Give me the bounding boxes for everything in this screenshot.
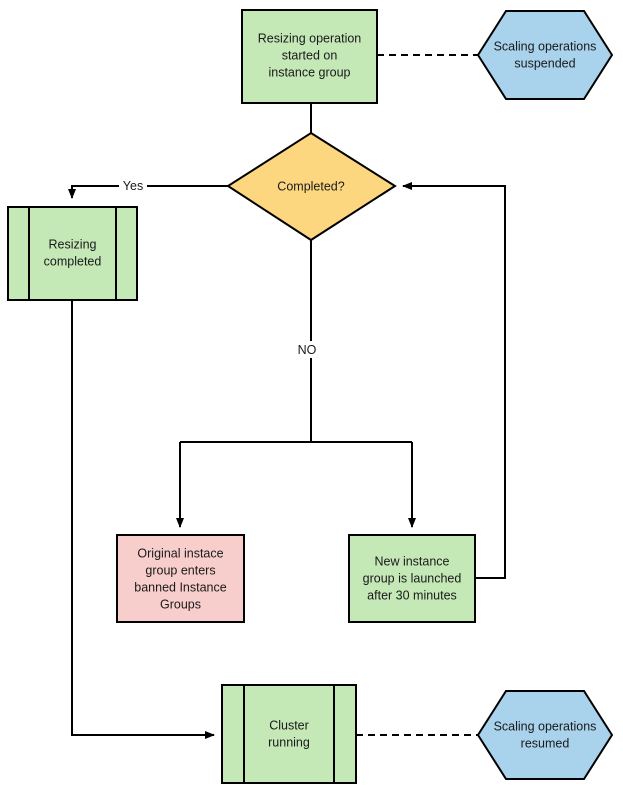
- node-scaling-suspended-line-2: suspended: [514, 56, 575, 70]
- node-new-instance-group-launched[interactable]: New instance group is launched after 30 …: [348, 534, 476, 623]
- node-original-instance-group-banned-line-1: Original instace: [137, 546, 223, 560]
- node-resizing-started[interactable]: Resizing operation started on instance g…: [241, 9, 378, 104]
- node-completed-decision-body[interactable]: [226, 131, 397, 242]
- node-cluster-running[interactable]: Cluster running: [221, 684, 357, 784]
- node-resizing-started-line-2: started on: [282, 48, 338, 62]
- node-new-instance-group-launched-line-2: group is launched: [363, 571, 462, 585]
- node-scaling-resumed-body[interactable]: [476, 690, 614, 780]
- node-scaling-suspended-line-1: Scaling operations: [494, 39, 597, 53]
- node-resizing-completed-line-2: completed: [44, 254, 102, 268]
- edge-decision-no: NO: [176, 240, 416, 528]
- node-resizing-started-line-1: Resizing operation: [258, 31, 362, 45]
- node-completed-decision[interactable]: Completed?: [226, 131, 397, 242]
- node-original-instance-group-banned-line-4: Groups: [160, 597, 201, 611]
- edge-decision-yes: Yes: [68, 177, 228, 199]
- node-original-instance-group-banned-line-3: banned Instance: [134, 580, 226, 594]
- node-cluster-running-line-1: Cluster: [269, 718, 309, 732]
- node-resizing-completed[interactable]: Resizing completed: [7, 206, 138, 301]
- node-resizing-started-body[interactable]: [241, 9, 378, 104]
- node-resizing-started-line-3: instance group: [268, 65, 350, 79]
- node-scaling-resumed[interactable]: Scaling operations resumed: [476, 690, 614, 780]
- node-resizing-completed-line-1: Resizing: [49, 237, 97, 251]
- node-new-instance-group-launched-line-1: New instance: [374, 554, 449, 568]
- node-scaling-suspended-body[interactable]: [476, 10, 614, 100]
- node-scaling-resumed-line-2: resumed: [521, 736, 570, 750]
- edge-label-yes: Yes: [123, 179, 143, 193]
- node-scaling-suspended[interactable]: Scaling operations suspended: [476, 10, 614, 100]
- node-new-instance-group-launched-body[interactable]: [348, 534, 476, 623]
- node-cluster-running-line-2: running: [268, 735, 310, 749]
- edge-label-no: NO: [298, 343, 317, 357]
- edge-resizing-completed-to-cluster: [71, 300, 215, 739]
- node-scaling-resumed-line-1: Scaling operations: [494, 719, 597, 733]
- node-original-instance-group-banned-line-2: group enters: [145, 563, 215, 577]
- edge-new-group-back-to-decision: [402, 182, 506, 579]
- node-new-instance-group-launched-line-3: after 30 minutes: [367, 588, 457, 602]
- node-original-instance-group-banned-body[interactable]: [116, 534, 245, 623]
- node-original-instance-group-banned[interactable]: Original instace group enters banned Ins…: [116, 534, 245, 623]
- node-cluster-running-body[interactable]: [221, 684, 357, 784]
- node-completed-decision-label: Completed?: [277, 179, 344, 193]
